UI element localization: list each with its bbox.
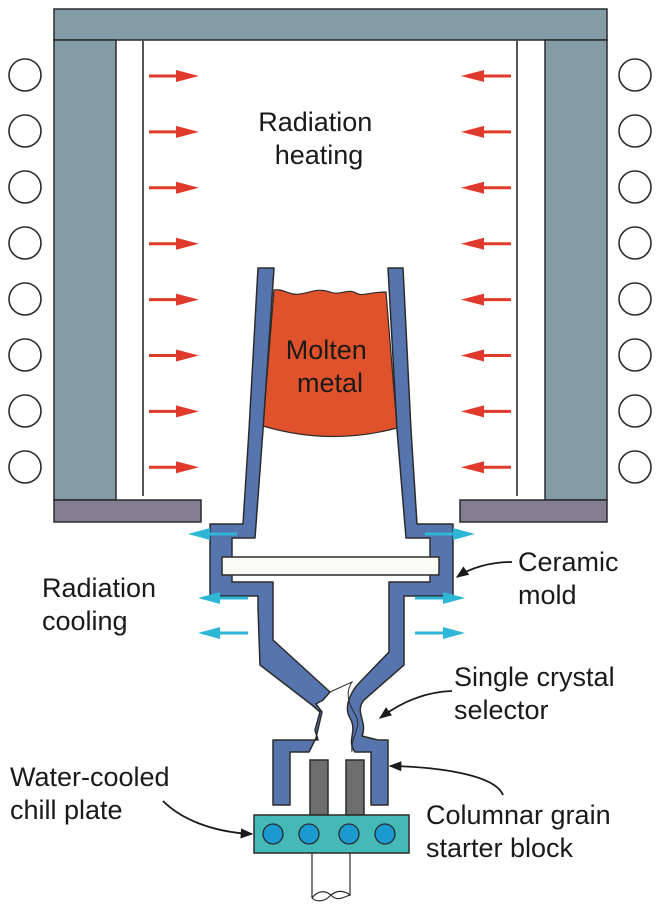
furnace [53, 8, 608, 523]
induction-coil-icon [618, 114, 652, 148]
water-channel-icon [298, 823, 320, 845]
columnar-grain-starter-block-leader [388, 761, 504, 796]
heating-arrow-icon [149, 349, 199, 362]
starter-block-column-1 [309, 759, 329, 816]
induction-coil-icon [618, 394, 652, 428]
radiation-cooling-line-2: cooling [42, 606, 128, 636]
heating-arrow-icon [461, 70, 511, 82]
water-cooled-chill-plate-line-1: Water-cooled [10, 762, 170, 792]
single-crystal-selector-line-2: selector [454, 695, 549, 725]
right-heating-arrows [461, 70, 511, 474]
induction-coil-icon [8, 282, 42, 316]
radiation-cooling-label: Radiation cooling [42, 573, 164, 636]
ceramic-mold-line-1: Ceramic [518, 547, 619, 577]
heating-arrow-icon [461, 237, 511, 250]
withdrawal-rod [311, 853, 352, 902]
water-channels [262, 823, 396, 845]
single-crystal-selector-leader [378, 690, 453, 719]
induction-coil-icon [618, 338, 652, 372]
radiation-heating-line-2: heating [275, 140, 364, 170]
heating-arrow-icon [149, 181, 199, 194]
water-channel-icon [262, 823, 284, 845]
heating-arrow-icon [149, 405, 199, 418]
cooling-arrow-icon [425, 528, 475, 540]
induction-coil-icon [8, 226, 42, 260]
water-channel-icon [374, 823, 396, 845]
ceramic-mold-leader [455, 561, 513, 578]
left-baffle [53, 499, 202, 523]
induction-coil-icon [8, 114, 42, 148]
heating-arrow-icon [461, 461, 511, 474]
molten-metal [262, 289, 398, 438]
heating-arrow-icon [149, 70, 199, 82]
heating-arrow-icon [461, 405, 511, 418]
cooling-arrow-icon [188, 528, 237, 540]
heating-arrow-icon [461, 181, 511, 194]
right-induction-coils [618, 58, 652, 484]
columnar-grain-starter-block-label: Columnar grain starter block [426, 800, 618, 863]
right-baffle [459, 499, 608, 523]
induction-coil-icon [618, 170, 652, 204]
molten-metal-line-2: metal [297, 368, 363, 398]
starter-block-column-2 [345, 759, 365, 816]
heating-arrow-icon [461, 125, 511, 138]
induction-coil-icon [8, 394, 42, 428]
induction-coil-icon [618, 226, 652, 260]
columnar-grain-starter-block-line-1: Columnar grain [426, 800, 611, 830]
heating-arrow-icon [461, 349, 511, 362]
furnace-right-wall [544, 39, 608, 501]
ceramic-mold [209, 267, 454, 806]
radiation-heating-label: Radiation heating [258, 107, 380, 170]
columnar-grain-starter-block-line-2: starter block [426, 833, 574, 863]
ceramic-mold-right-wall [346, 267, 454, 806]
left-induction-coils [8, 58, 42, 484]
left-cooling-arrows [188, 528, 248, 639]
induction-coil-icon [8, 170, 42, 204]
water-cooled-chill-plate-leader [162, 800, 254, 839]
cooling-arrow-icon [198, 627, 248, 639]
radiation-cooling-line-1: Radiation [42, 573, 156, 603]
left-heating-arrows [149, 70, 199, 474]
induction-coil-icon [618, 450, 652, 484]
cooling-arrow-icon [198, 592, 248, 604]
heating-arrow-icon [149, 461, 199, 474]
cooling-arrow-icon [415, 592, 465, 604]
induction-coil-icon [618, 58, 652, 92]
furnace-left-wall [53, 39, 117, 501]
right-cooling-arrows [415, 528, 475, 639]
water-cooled-chill-plate-line-2: chill plate [10, 795, 123, 825]
cooling-arrow-icon [415, 627, 465, 639]
molten-metal-line-1: Molten [286, 335, 367, 365]
ceramic-mold-label: Ceramic mold [518, 547, 626, 610]
heating-arrow-icon [149, 237, 199, 250]
water-channel-icon [338, 823, 360, 845]
mold-support-plate [221, 556, 440, 576]
induction-coil-icon [618, 282, 652, 316]
water-cooled-chill-plate-label: Water-cooled chill plate [10, 762, 177, 825]
selector-pigtail [329, 680, 359, 753]
induction-coil-icon [8, 338, 42, 372]
ceramic-mold-line-2: mold [518, 580, 577, 610]
molten-metal-label: Molten metal [286, 335, 375, 398]
heating-arrow-icon [149, 293, 199, 306]
single-crystal-selector-label: Single crystal selector [454, 662, 622, 725]
heating-arrow-icon [461, 293, 511, 306]
heating-arrow-icon [149, 125, 199, 138]
induction-coil-icon [8, 450, 42, 484]
induction-coil-icon [8, 58, 42, 92]
furnace-top-wall [53, 8, 608, 41]
single-crystal-selector-line-1: Single crystal [454, 662, 615, 692]
radiation-heating-line-1: Radiation [258, 107, 372, 137]
